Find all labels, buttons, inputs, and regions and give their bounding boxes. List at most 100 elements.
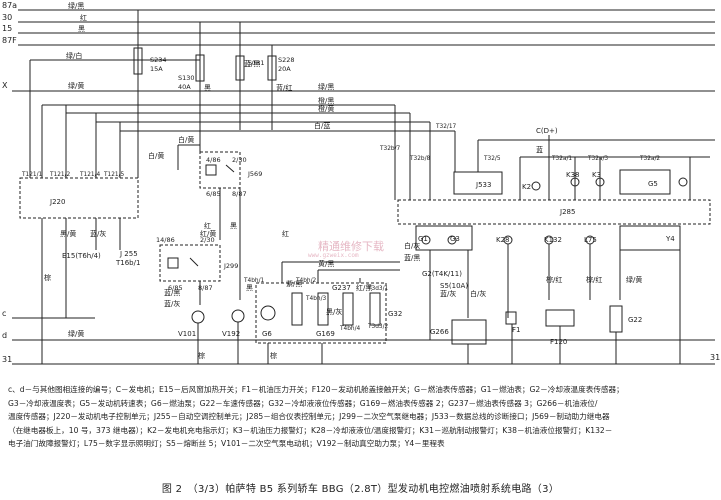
rail-31-right-label: 31 (710, 353, 720, 362)
relay-j299-label: J299 (223, 262, 238, 270)
wire-label: 黄/黑 (318, 259, 334, 268)
component-g3: G3 (450, 235, 460, 243)
component-j285: J285 (559, 208, 575, 216)
component-y4: Y4 (665, 235, 675, 243)
relay-j299-pin: 14/86 (156, 236, 175, 244)
terminal-label: T4bh/2 (295, 278, 317, 284)
component-j220: J220 (49, 198, 65, 206)
component-f1: F1 (512, 326, 520, 334)
wire-label: 棕 (198, 351, 205, 360)
terminal-label: T32/17 (435, 124, 457, 130)
rail-x-label: X (2, 81, 8, 90)
rail-87a-label: 87a (2, 1, 17, 10)
watermark-url: www.gzweix.com (308, 252, 359, 259)
figure-caption: 图 2 （3/3）帕萨特 B5 系列轿车 BBG（2.8T）型发动机电控燃油喷射… (161, 484, 560, 495)
component-v101: V101 (178, 330, 196, 338)
component-s5: S5(10A) (440, 282, 468, 290)
relay-j569-pin: 4/86 (206, 156, 221, 164)
relay-j299-pin: 8/87 (198, 284, 213, 292)
legend: c、d－与其他图相连接的编号；C－发电机；E15－后风窗加热开关；F1－机油压力… (8, 383, 714, 451)
wire-label: 白/灰 (404, 241, 420, 250)
terminal-label: T32/5 (483, 156, 501, 162)
component-k3: K3 (592, 171, 601, 179)
wire-label: 白/黄 (178, 135, 194, 144)
wire-label: 黑 (204, 84, 211, 92)
relay-j569-pin: 8/87 (232, 190, 247, 198)
relay-j299-pin: 6/85 (168, 284, 183, 292)
relay-j569-pin: 6/85 (206, 190, 221, 198)
wire-label: 黑 (78, 25, 85, 33)
terminal-label: T3d3/1 (367, 286, 389, 292)
terminal-label: T121/1 (21, 172, 43, 178)
legend-line: （在继电器板上，10 号，373 继电器）；K2－发电机充电指示灯；K3－机油压… (8, 425, 613, 435)
component-v192: V192 (222, 330, 240, 338)
component-j533: J533 (475, 181, 491, 189)
terminal-label: T4bh/1 (243, 278, 265, 284)
component-f120: F120 (550, 338, 567, 346)
terminal-label: T32b/8 (409, 156, 431, 162)
relay-j569-pin: 2/30 (232, 156, 247, 164)
rail-c-label: c (2, 309, 6, 318)
wire-label: 蓝/黑 (164, 288, 180, 297)
wire-label: 蓝/灰 (90, 229, 106, 238)
fuse-s234-rating: 15A (150, 65, 163, 73)
wire-label: 橙/黄 (318, 104, 334, 113)
wire-label: 黑/灰 (326, 307, 342, 316)
component-g5: G5 (648, 180, 658, 188)
wire-label: 棕 (44, 273, 51, 282)
fuse-s130-rating: 40A (178, 83, 191, 91)
fuse-s228-rating: 20A (278, 65, 291, 73)
component-k38: K38 (566, 171, 580, 179)
component-k28: K28 (496, 236, 510, 244)
terminal-label: T32a/3 (587, 156, 608, 162)
component-g1: G1 (418, 235, 428, 243)
terminal-label: T121/5 (103, 172, 125, 178)
terminal-label: T32a/2 (639, 156, 660, 162)
wire-label: 白/灰 (470, 289, 486, 298)
watermark: 精通维修下载 (318, 240, 384, 253)
terminal-label: T121/2 (49, 172, 71, 178)
wire-label: 绿/白 (66, 51, 82, 60)
wire-label: 紫/黑 (286, 280, 302, 288)
rail-87f-label: 87F (2, 36, 17, 45)
wire-label: 蓝/黑 (244, 59, 260, 68)
wire-label: 蓝/灰 (440, 289, 456, 298)
fuse-s228-label: S228 (278, 56, 295, 64)
component-j255: J 255 (119, 250, 138, 258)
relay-j569-label: J569 (247, 170, 262, 178)
legend-line: 温度传感器；J220－发动机电子控制单元；J255－自动空调控制单元；J285－… (8, 412, 610, 422)
wire-label: 棕 (270, 351, 277, 360)
wire-label: 红/黑 (356, 283, 372, 292)
terminal-label: T3d3/2 (367, 324, 389, 330)
terminal-label: T32b/7 (379, 146, 401, 152)
component-l75: L75 (584, 236, 597, 244)
rail-15-label: 15 (2, 24, 12, 33)
terminal-label: T121/4 (79, 172, 101, 178)
component-g2: G2(T4K/11) (422, 270, 462, 278)
fuse-s131-label: S131 (248, 59, 265, 67)
component-g6: G6 (262, 330, 272, 338)
wire-label: 绿/黑 (68, 1, 84, 10)
component-k132: K132 (544, 236, 562, 244)
component-g22: G22 (628, 316, 642, 324)
wire-label: 棕/红 (586, 275, 602, 284)
wire-label: 黑 (246, 284, 253, 292)
wire-label: 红 (282, 229, 289, 238)
wire-label: 棕/红 (546, 275, 562, 284)
component-e15: E15(T6h/4) (62, 252, 101, 260)
rail-d-label: d (2, 331, 7, 340)
legend-line: G3－冷却液温度表；G5－发动机转速表；G6－燃油泵；G22－车速传感器；G32… (8, 398, 598, 408)
legend-line: 电子油门故障报警灯；L75－数字显示照明灯；S5－熔断丝 5；V101－二次空气… (8, 439, 445, 449)
wire-label: 白/黄 (148, 151, 164, 160)
component-generator: C(D+) (536, 127, 558, 135)
wire-label: 黑 (230, 222, 237, 230)
wire-label: 蓝/黑 (404, 253, 420, 262)
component-g32: G32 (388, 310, 402, 318)
fuse-s234-label: S234 (150, 56, 167, 64)
component-g266: G266 (430, 328, 449, 336)
legend-line: c、d－与其他图相连接的编号；C－发电机；E15－后风窗加热开关；F1－机油压力… (8, 385, 624, 394)
wire-label: 橙/黑 (318, 96, 334, 105)
terminal-label: T32a/1 (551, 156, 572, 162)
terminal-label: T4bh/4 (339, 326, 361, 332)
